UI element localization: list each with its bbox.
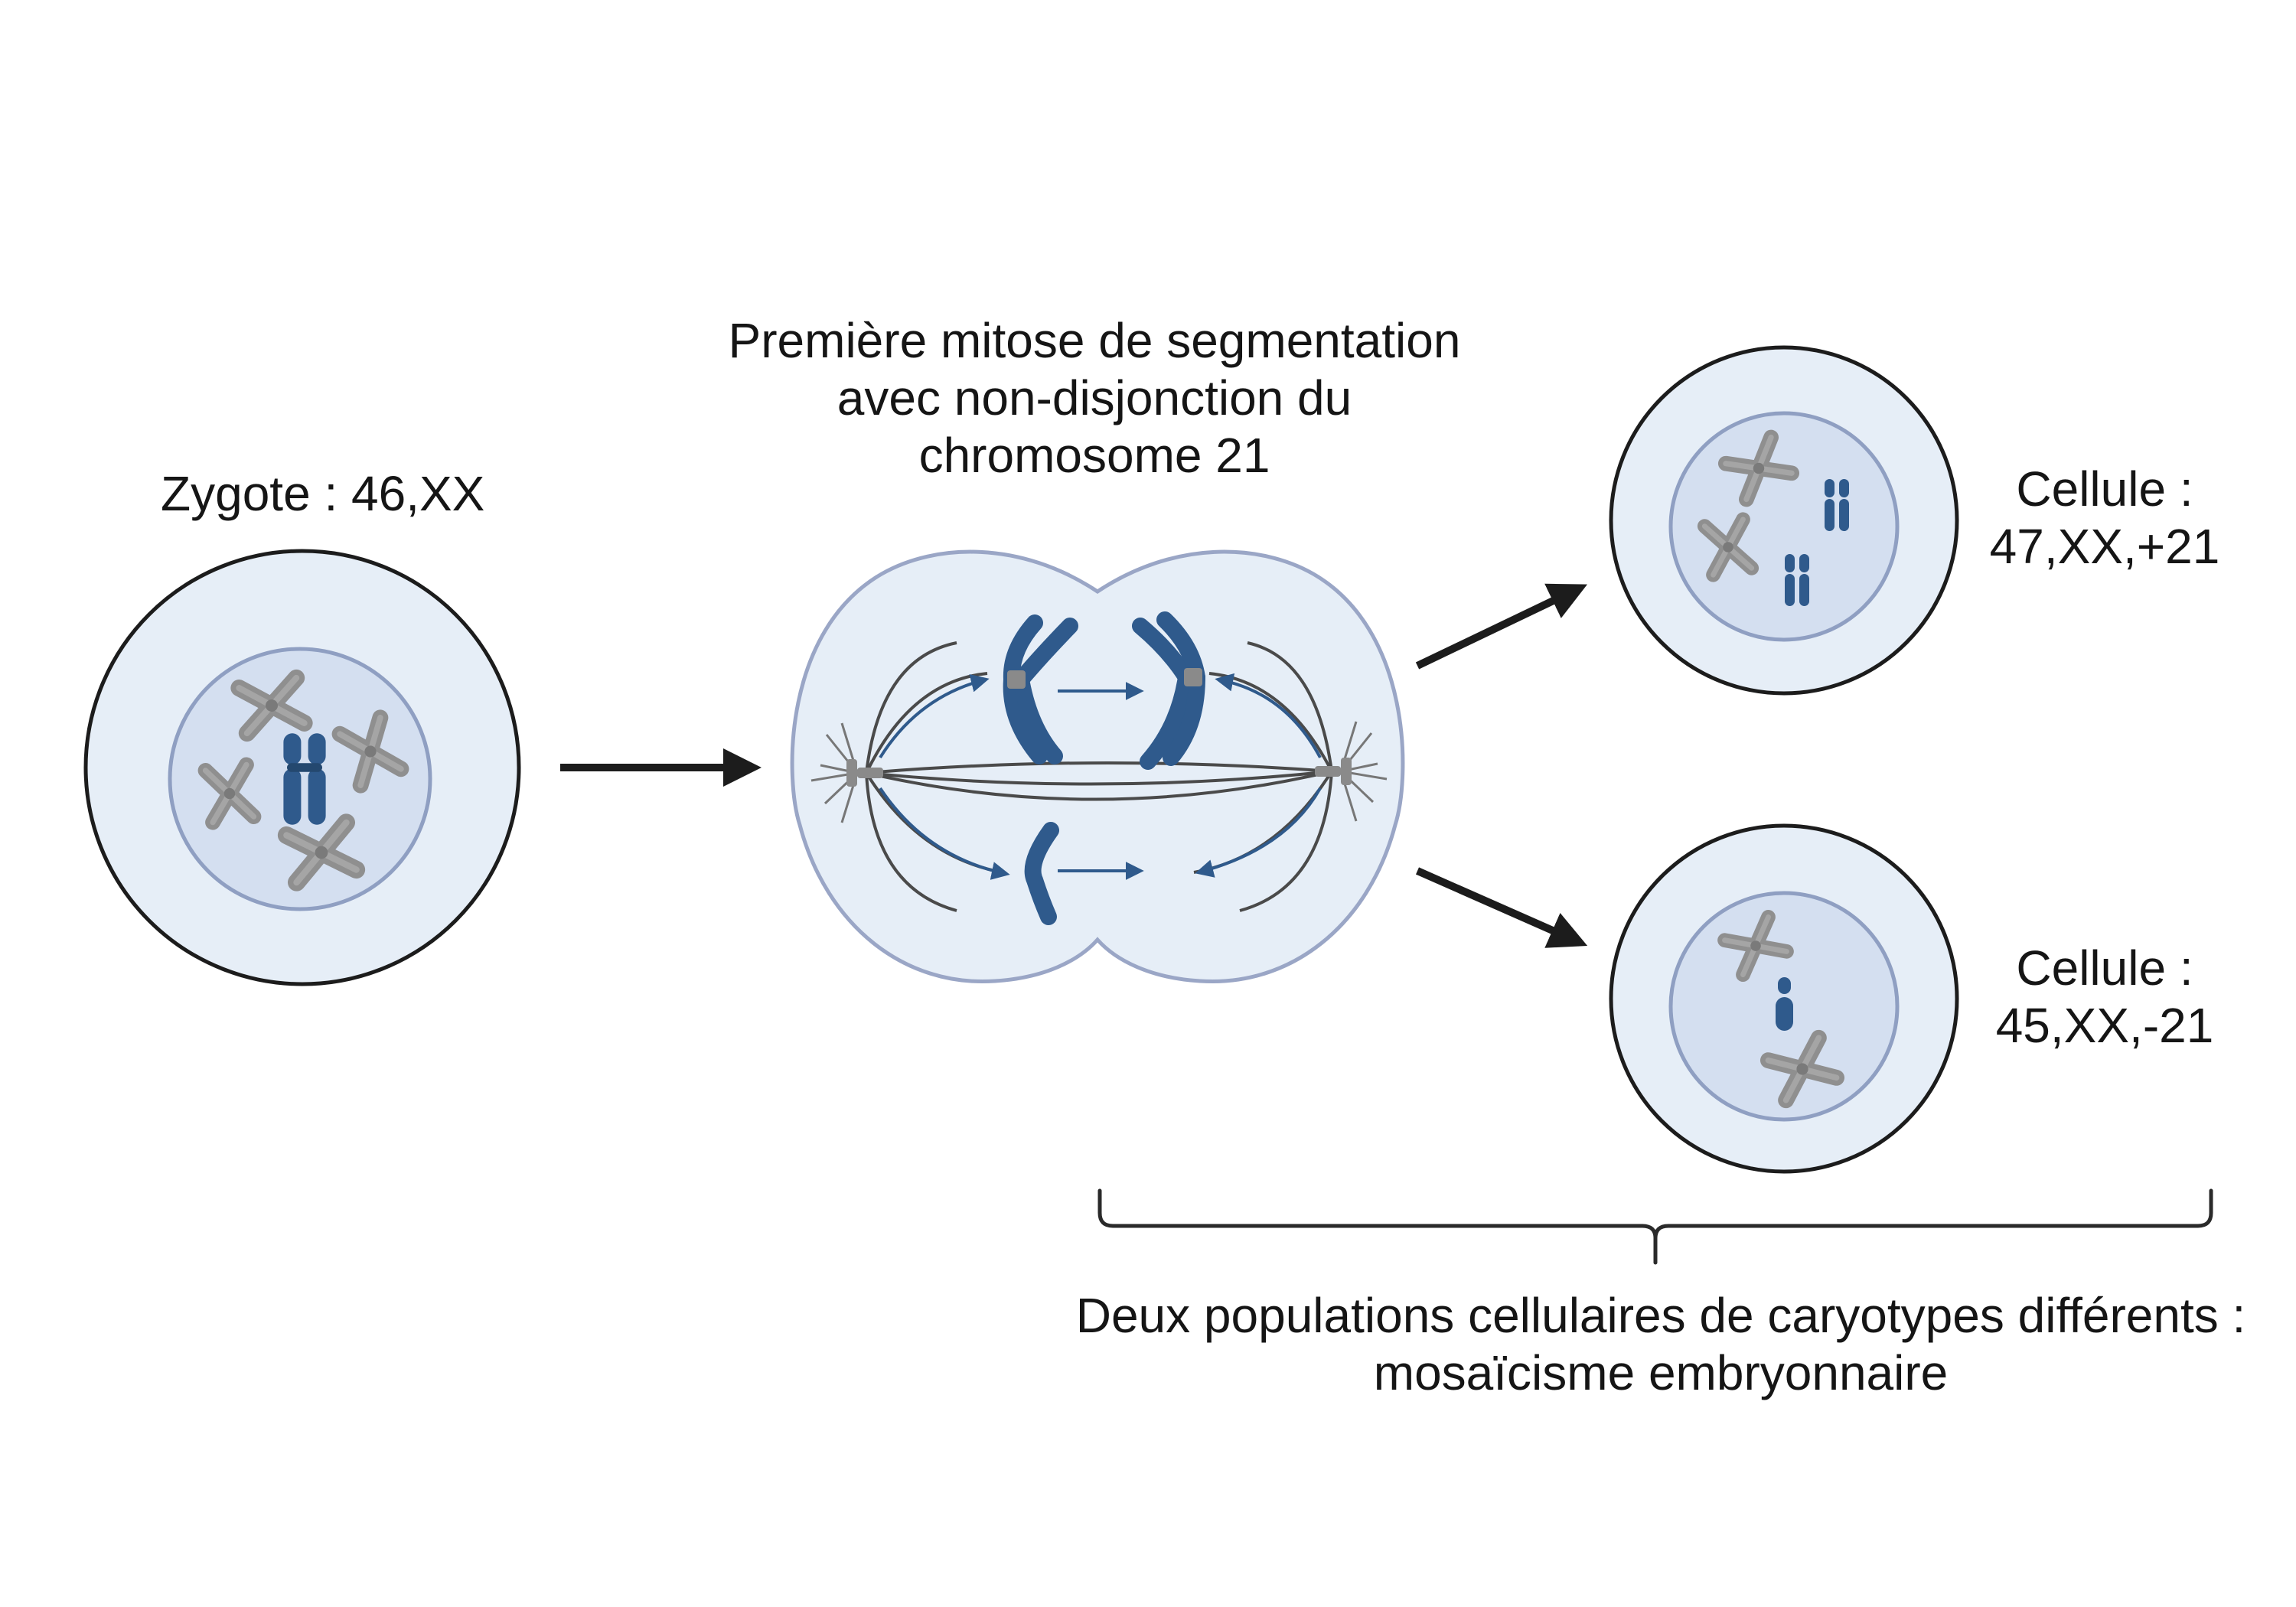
mitosis-title-line-3: chromosome 21 <box>918 428 1270 483</box>
zygote-cell <box>83 549 521 986</box>
caption-line-1: Deux populations cellulaires de caryotyp… <box>1075 1288 2246 1343</box>
daughter-cell-bottom <box>1609 823 1959 1174</box>
pole-arrows <box>879 673 1322 880</box>
bottom-cell-label-line-2: 45,XX,-21 <box>1995 998 2214 1053</box>
bottom-cell-chromosome-21 <box>1776 977 1793 1031</box>
zygote-label: Zygote : 46,XX <box>161 465 485 523</box>
mitotic-cell-membrane <box>790 549 1405 984</box>
centrosome-left <box>846 759 883 787</box>
bottom-cell-label-line-1: Cellule : <box>2016 940 2193 996</box>
zygote-label-text: Zygote : 46,XX <box>161 466 485 521</box>
mosaicism-caption: Deux populations cellulaires de caryotyp… <box>995 1287 2296 1402</box>
arrow-to-top-cell <box>1415 583 1588 670</box>
top-cell-label: Cellule : 47,XX,+21 <box>1959 461 2250 575</box>
arrow-to-bottom-cell <box>1415 867 1588 948</box>
daughter-cell-top <box>1609 345 1959 696</box>
mitosis-title-line-1: Première mitose de segmentation <box>728 313 1461 368</box>
caption-line-2: mosaïcisme embryonnaire <box>1373 1345 1949 1400</box>
chromosome-21-lone <box>1024 822 1059 925</box>
bottom-cell-label: Cellule : 45,XX,-21 <box>1959 940 2250 1054</box>
top-cell-label-line-1: Cellule : <box>2016 461 2193 517</box>
chromosome-21-left-centromere <box>1007 670 1026 689</box>
grouping-brace <box>1097 1188 2213 1265</box>
mitotic-cell <box>790 549 1405 984</box>
centrosome-right <box>1315 758 1352 785</box>
top-cell-label-line-2: 47,XX,+21 <box>1989 519 2220 574</box>
mitosis-title: Première mitose de segmentation avec non… <box>673 312 1515 484</box>
mitosis-title-line-2: avec non-disjonction du <box>837 370 1352 425</box>
chromosome-21-right-centromere <box>1184 668 1202 686</box>
